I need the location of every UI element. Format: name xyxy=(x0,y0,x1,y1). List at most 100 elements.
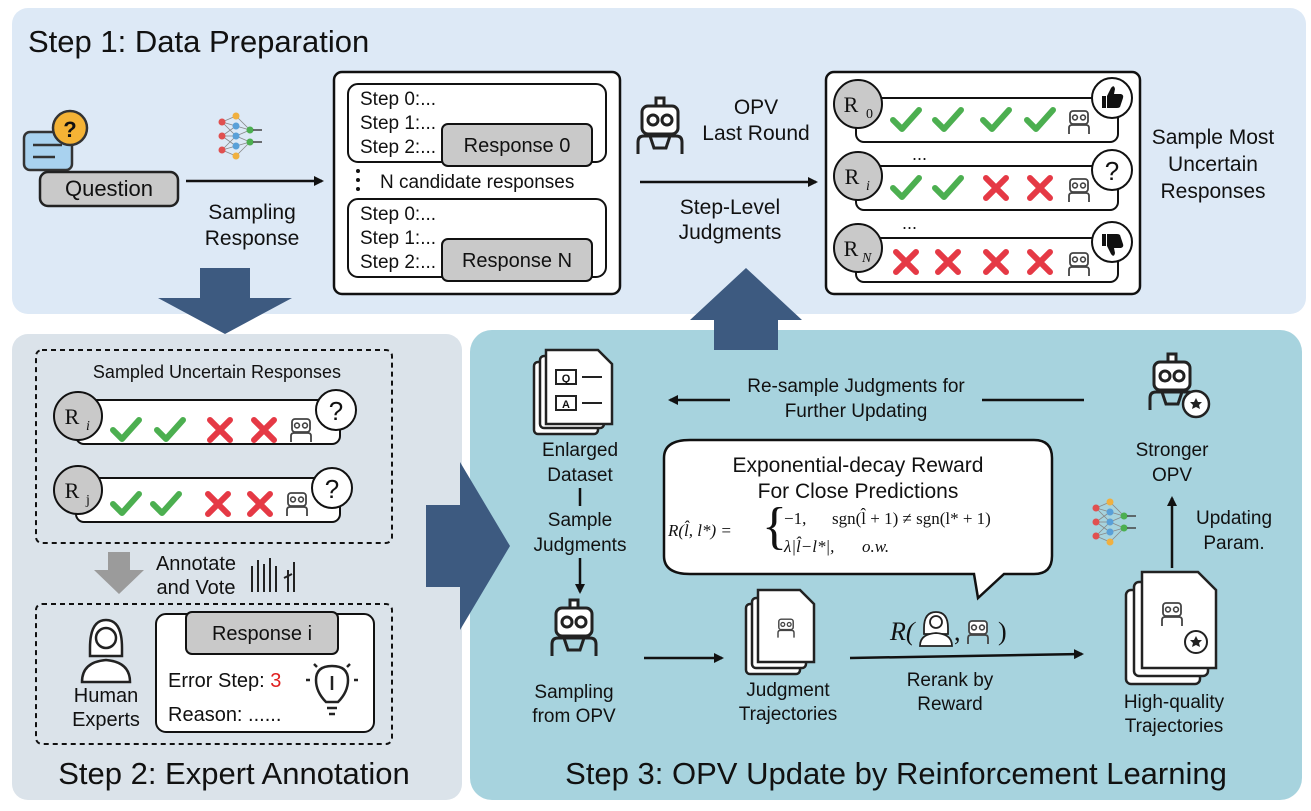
cand-top-line-1: Step 1:... xyxy=(360,113,436,134)
sampled-uncertain-box xyxy=(35,349,393,544)
hq-label-2: Trajectories xyxy=(1125,716,1224,737)
error-step-label: Error Step: xyxy=(168,670,270,692)
formula-case1-val: −1, xyxy=(784,509,806,528)
reward-fn-open: R( xyxy=(889,617,916,646)
sampling-opv-label-1: Sampling xyxy=(534,682,613,703)
response-n-box xyxy=(441,238,593,282)
ellipsis-2: ... xyxy=(902,213,917,233)
n-candidates-label: N candidate responses xyxy=(380,172,574,193)
question-mark-icon: ? xyxy=(1091,149,1133,191)
svg-text:Q: Q xyxy=(562,373,571,385)
lightbulb-icon xyxy=(306,663,358,716)
judgment-traj-label-1: Judgment xyxy=(746,680,830,701)
response-0-box xyxy=(441,123,593,167)
rn-badge xyxy=(833,223,883,273)
sample-judg-label-2: Judgments xyxy=(534,535,627,556)
reward-title-2: For Close Predictions xyxy=(758,480,959,503)
rn-sub: N xyxy=(861,251,872,266)
rerank-arrow xyxy=(849,649,1084,660)
reward-fn-comma: , xyxy=(954,617,961,646)
s2-ri-sub: i xyxy=(86,419,90,434)
thumbs-down-icon xyxy=(1091,221,1133,263)
stronger-label-2: OPV xyxy=(1152,465,1192,486)
cand-bot-line-0: Step 0:... xyxy=(360,204,436,225)
sampling-label-2: Response xyxy=(205,227,300,250)
step3-title: Step 3: OPV Update by Reinforcement Lear… xyxy=(565,756,1227,791)
cand-top-line-2: Step 2:... xyxy=(360,137,436,158)
formula-case2-val: λ|l̂−l*|, xyxy=(783,537,834,556)
r0-badge xyxy=(833,79,883,129)
rerank-label-1: Rerank by xyxy=(907,670,994,691)
rerank-label-2: Reward xyxy=(917,694,982,715)
response-i-label: Response i xyxy=(212,623,312,645)
sample-label-1: Sample Most xyxy=(1152,126,1275,149)
s2-rj-badge xyxy=(53,465,103,515)
cand-bot-line-2: Step 2:... xyxy=(360,252,436,273)
human-expert-icon xyxy=(919,611,953,647)
sampling-label-1: Sampling xyxy=(208,201,296,224)
human-label-1: Human xyxy=(74,685,138,707)
cand-top-line-0: Step 0:... xyxy=(360,89,436,110)
sample-label-3: Responses xyxy=(1160,180,1265,203)
award-badge-icon xyxy=(1181,389,1211,419)
expert-annotation-box xyxy=(35,603,393,745)
step1-title: Step 1: Data Preparation xyxy=(28,24,369,59)
opv-label-1: OPV xyxy=(734,96,778,119)
reason-text: Reason: ...... xyxy=(168,704,281,726)
s2-rj-sub: j xyxy=(85,493,90,508)
steplevel-label-2: Judgments xyxy=(679,221,782,244)
stacked-documents-icon xyxy=(1124,570,1218,686)
enlarged-label-1: Enlarged xyxy=(542,440,618,461)
reward-bubble xyxy=(662,438,1054,601)
sampling-opv-label-2: from OPV xyxy=(532,706,616,727)
ri-letter: R xyxy=(845,164,860,189)
hq-label-1: High-quality xyxy=(1124,692,1225,713)
resample-label-2: Further Updating xyxy=(785,401,928,422)
response-i-box xyxy=(185,611,339,655)
human-label-2: Experts xyxy=(72,709,140,731)
raised-hands-icon xyxy=(251,558,295,592)
formula-brace: { xyxy=(762,498,787,555)
human-expert-icon xyxy=(80,618,132,684)
updating-label-1: Updating xyxy=(1196,508,1272,529)
ri-sub: i xyxy=(866,179,870,194)
question-label: Question xyxy=(65,176,153,201)
error-step-value: 3 xyxy=(270,670,281,692)
enlarged-label-2: Dataset xyxy=(547,465,613,486)
s2-ri-letter: R xyxy=(65,404,80,429)
response-0-label: Response 0 xyxy=(464,135,571,157)
document-qa-icon: Q A xyxy=(532,348,614,436)
big-arrow-down xyxy=(158,268,292,334)
annotate-label-1: Annotate xyxy=(156,553,236,575)
annotate-label-2: and Vote xyxy=(157,577,236,599)
formula-case1-cond: sgn(l̂ + 1) ≠ sgn(l* + 1) xyxy=(832,508,991,528)
steplevel-label-1: Step-Level xyxy=(680,196,780,219)
step2-title: Step 2: Expert Annotation xyxy=(58,756,410,791)
s2-rj-letter: R xyxy=(65,478,80,503)
cand-bot-line-1: Step 1:... xyxy=(360,228,436,249)
resample-label-1: Re-sample Judgments for xyxy=(747,376,965,397)
question-mark-icon: ? xyxy=(311,467,353,509)
error-step-text: Error Step: 3 xyxy=(168,670,281,692)
question-box xyxy=(38,170,180,208)
judgment-traj-label-2: Trajectories xyxy=(739,704,838,725)
svg-text:?: ? xyxy=(329,396,343,426)
formula-case2-cond: o.w. xyxy=(862,537,889,556)
big-arrow-right xyxy=(426,462,510,630)
ri-badge xyxy=(833,151,883,201)
question-mark-icon: ? xyxy=(315,389,357,431)
r0-letter: R xyxy=(844,92,859,117)
response-n-label: Response N xyxy=(462,250,572,272)
sample-judg-label-1: Sample xyxy=(548,510,612,531)
formula-lhs: R(l̂, l*) = xyxy=(667,521,732,540)
annotate-down-arrow xyxy=(94,552,144,594)
svg-text:A: A xyxy=(562,399,570,411)
opv-label-2: Last Round xyxy=(702,122,809,145)
stacked-documents-icon xyxy=(744,588,816,676)
sample-label-2: Uncertain xyxy=(1168,153,1258,176)
svg-text:?: ? xyxy=(1105,156,1119,186)
s2-ri-badge xyxy=(53,391,103,441)
thumbs-up-icon xyxy=(1091,77,1133,119)
